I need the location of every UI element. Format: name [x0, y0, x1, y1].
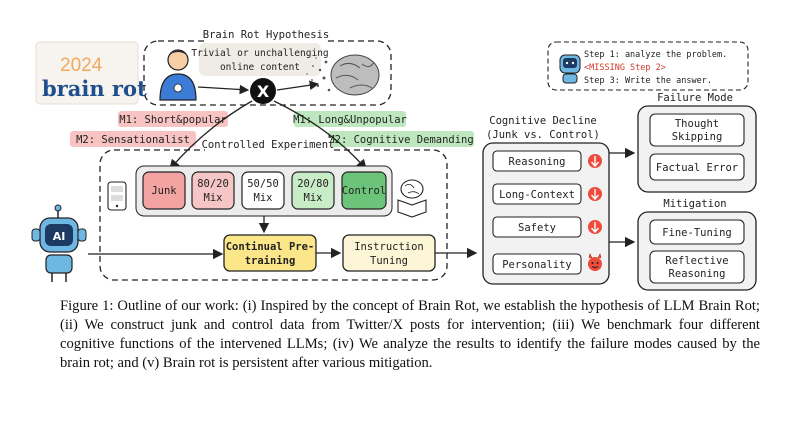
book-brain-icon [397, 179, 427, 218]
decline-personality: Personality [502, 259, 572, 271]
data-mix-20-80 [291, 171, 335, 210]
failure-factual-error: Factual Error [656, 162, 738, 174]
brain-icon [306, 54, 380, 96]
junk-metric-2: M2: Sensationalist [76, 134, 190, 146]
reasoning-steps-bubble: Step 1: analyze the problem. <MISSING St… [547, 41, 749, 91]
step-2-missing: <MISSING Step 2> [584, 63, 666, 73]
control-metrics: M1: Long&Unpopular M2: Cognitive Demandi… [293, 111, 474, 147]
x-logo-icon: X [250, 78, 276, 104]
decline-title-line2: (Junk vs. Control) [486, 129, 600, 141]
user-icon [159, 49, 197, 101]
controlled-experiment-panel: Controlled Experiment Junk 80/20 Mix 50/… [99, 138, 448, 281]
hypothesis-title: Brain Rot Hypothesis [203, 29, 329, 41]
data-mix-50-50-line2: Mix [254, 192, 273, 204]
junk-metrics: M1: Short&popular M2: Sensationalist [70, 111, 228, 147]
data-mix-50-50 [241, 171, 285, 210]
decline-title-line1: Cognitive Decline [489, 115, 596, 127]
hypothesis-content-line2: online content [220, 62, 300, 73]
small-robot-icon [559, 54, 581, 84]
step-3: Step 3: Write the answer. [584, 76, 712, 86]
failure-title: Failure Mode [657, 92, 733, 104]
mitigation-title: Mitigation [663, 198, 726, 210]
tuning-line2: Tuning [370, 255, 408, 267]
devil-face-icon [588, 253, 602, 271]
tuning-line1: Instruction [354, 241, 424, 253]
decline-safety: Safety [518, 222, 556, 234]
failure-mode-panel: Failure Mode Thought Skipping Factual Er… [637, 92, 757, 193]
hypothesis-panel: Brain Rot Hypothesis Trivial or unchalle… [143, 28, 392, 106]
step-1: Step 1: analyze the problem. [584, 50, 727, 60]
mitigation-panel: Mitigation Fine-Tuning Reflective Reason… [637, 198, 757, 291]
robot-label: AI [53, 230, 66, 243]
data-junk-label: Junk [151, 185, 177, 197]
control-metric-2: M2: Cognitive Demanding [328, 134, 473, 146]
hypothesis-content-line1: Trivial or unchallenging [191, 48, 328, 59]
x-logo-glyph: X [257, 82, 270, 101]
data-mix-20-80-line2: Mix [304, 192, 323, 204]
mitigation-reflective-line1: Reflective [665, 255, 728, 267]
decline-reasoning: Reasoning [509, 156, 566, 168]
data-control-label: Control [342, 185, 386, 197]
logo-name: brain rot [42, 76, 147, 101]
pretraining-line1: Continual Pre- [226, 241, 315, 253]
outline-diagram: 2024 brain rot Brain Rot Hypothesis Triv… [31, 28, 757, 291]
data-mix-50-50-line1: 50/50 [247, 178, 279, 190]
logo-year: 2024 [60, 55, 103, 76]
data-mix-20-80-line1: 20/80 [297, 178, 329, 190]
data-mix-80-20-line1: 80/20 [197, 178, 229, 190]
junk-metric-1: M1: Short&popular [119, 114, 226, 126]
ai-robot-icon: AI [31, 204, 87, 282]
phone-icon [107, 181, 127, 211]
data-mix-80-20 [191, 171, 235, 210]
failure-thought-line1: Thought [675, 118, 719, 130]
failure-thought-line2: Skipping [672, 131, 723, 143]
experiment-title: Controlled Experiment [202, 139, 335, 151]
data-control [341, 171, 387, 210]
figure-caption: Figure 1: Outline of our work: (i) Inspi… [60, 298, 760, 371]
data-mix-80-20-line2: Mix [204, 192, 223, 204]
mitigation-fine-tuning: Fine-Tuning [662, 227, 732, 239]
pretraining-line2: training [245, 255, 296, 267]
decline-long-context: Long-Context [499, 189, 575, 201]
brain-rot-logo: 2024 brain rot [35, 41, 147, 105]
mitigation-reflective-line2: Reasoning [669, 268, 726, 280]
control-metric-1: M1: Long&Unpopular [293, 114, 407, 126]
data-junk [142, 171, 186, 210]
cognitive-decline-panel: Cognitive Decline (Junk vs. Control) Rea… [482, 115, 610, 285]
